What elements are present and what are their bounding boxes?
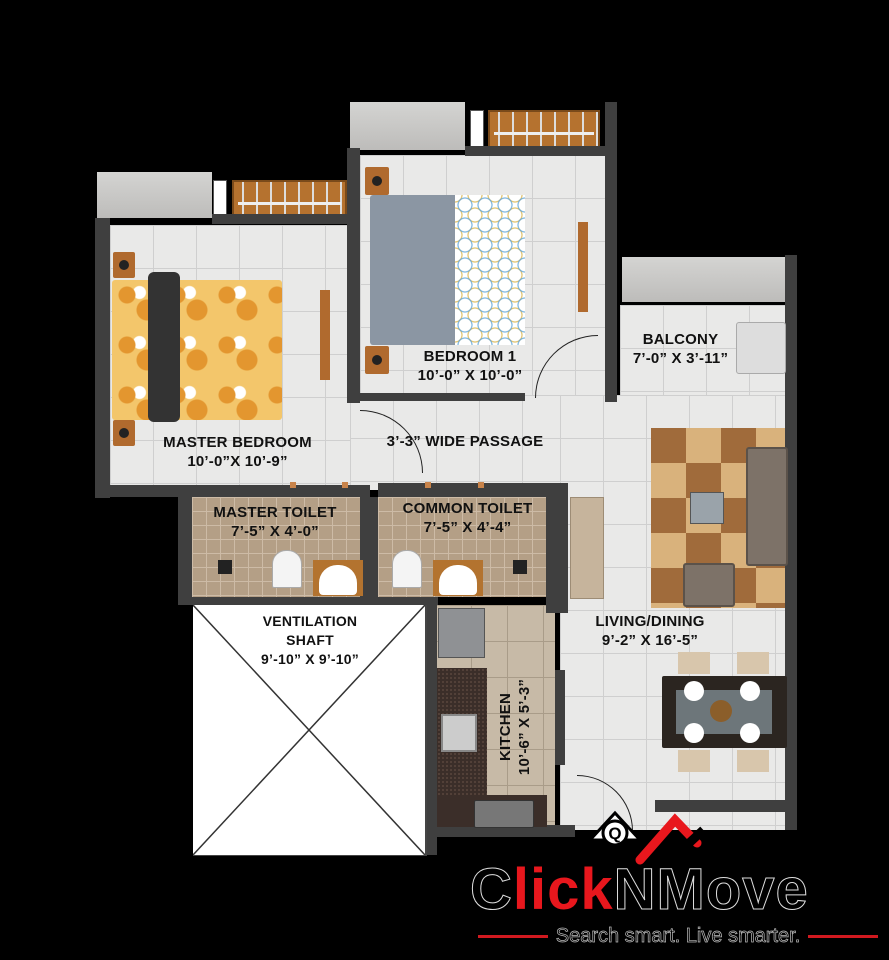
wall xyxy=(212,214,352,224)
wall xyxy=(347,148,360,403)
room-label-common-toilet: COMMON TOILET 7’-5” X 4’-4” xyxy=(402,500,533,536)
wall xyxy=(546,483,568,613)
wc-icon xyxy=(392,550,422,588)
shower-icon xyxy=(513,560,527,574)
wardrobe-window-icon xyxy=(213,180,227,218)
master-bed xyxy=(112,280,282,420)
cross-icon xyxy=(193,605,425,855)
wall xyxy=(785,255,797,830)
room-label-balcony: BALCONY 7’-0” X 3’-11” xyxy=(632,331,729,367)
dining-chair xyxy=(678,652,710,674)
armchair xyxy=(683,563,735,607)
wall xyxy=(425,600,437,855)
nightstand xyxy=(365,167,389,195)
washbasin-icon xyxy=(313,560,363,596)
sofa xyxy=(746,447,788,566)
dining-chair xyxy=(737,750,769,772)
ventilation-shaft xyxy=(193,605,427,856)
room-label-bedroom-1: BEDROOM 1 10’-0” X 10’-0” xyxy=(417,348,523,384)
nightstand xyxy=(113,252,135,278)
room-label-passage: 3’-3” WIDE PASSAGE xyxy=(386,433,544,450)
wall xyxy=(95,485,370,497)
food-bowl xyxy=(710,700,732,722)
logo-text: ClickNMove xyxy=(470,857,809,922)
washbasin-icon xyxy=(433,560,483,596)
sink-icon xyxy=(441,714,477,752)
wall xyxy=(655,800,790,812)
wardrobe-door xyxy=(578,222,588,312)
wall xyxy=(605,102,617,402)
wall xyxy=(435,825,575,837)
nightstand xyxy=(113,420,135,446)
wardrobe-door xyxy=(320,290,330,380)
plate xyxy=(740,723,760,743)
wall xyxy=(178,497,192,597)
dining-chair xyxy=(678,750,710,772)
wc-icon xyxy=(272,550,302,588)
plate xyxy=(684,681,704,701)
wall xyxy=(555,670,565,765)
dining-table xyxy=(662,676,787,748)
room-label-master-bedroom: MASTER BEDROOM 10’-0”X 10’-9” xyxy=(163,434,312,470)
wall xyxy=(378,483,568,497)
fridge xyxy=(438,608,485,658)
wall xyxy=(178,597,438,605)
bed-1-blanket xyxy=(455,195,525,345)
master-bedroom-ledge xyxy=(97,172,212,218)
stove-icon xyxy=(474,800,534,828)
balcony-unit xyxy=(736,322,786,374)
divider xyxy=(478,935,548,938)
room-label-living-dining: LIVING/DINING 9’-2” X 16’-5” xyxy=(595,613,705,649)
balcony-ledge xyxy=(622,257,787,302)
wardrobe-window-icon xyxy=(470,110,484,150)
room-label-ventilation-shaft: VENTILATION SHAFT 9’-10” X 9’-10” xyxy=(261,613,359,667)
room-label-kitchen: KITCHEN 10’-6” X 5’-3” xyxy=(497,678,533,776)
door-hinge xyxy=(478,482,484,488)
shower-icon xyxy=(218,560,232,574)
door-hinge xyxy=(425,482,431,488)
wall xyxy=(465,146,610,156)
bed-headboard xyxy=(148,272,180,422)
dining-chair xyxy=(737,652,769,674)
logo-tagline: Search smart. Live smarter. xyxy=(478,925,878,948)
room-label-master-toilet: MASTER TOILET 7’-5” X 4’-0” xyxy=(213,504,337,540)
wall xyxy=(360,393,525,401)
wall xyxy=(95,218,110,498)
coffee-table xyxy=(690,492,724,524)
tv-unit xyxy=(570,497,604,599)
wall xyxy=(360,497,378,597)
door-hinge xyxy=(290,482,296,488)
plate xyxy=(740,681,760,701)
nightstand xyxy=(365,346,389,374)
svg-text:Q: Q xyxy=(608,824,621,843)
plate xyxy=(684,723,704,743)
bedroom-1-ledge xyxy=(350,102,465,150)
house-roof-icon: Q xyxy=(586,810,730,865)
door-hinge xyxy=(342,482,348,488)
divider xyxy=(808,935,878,938)
